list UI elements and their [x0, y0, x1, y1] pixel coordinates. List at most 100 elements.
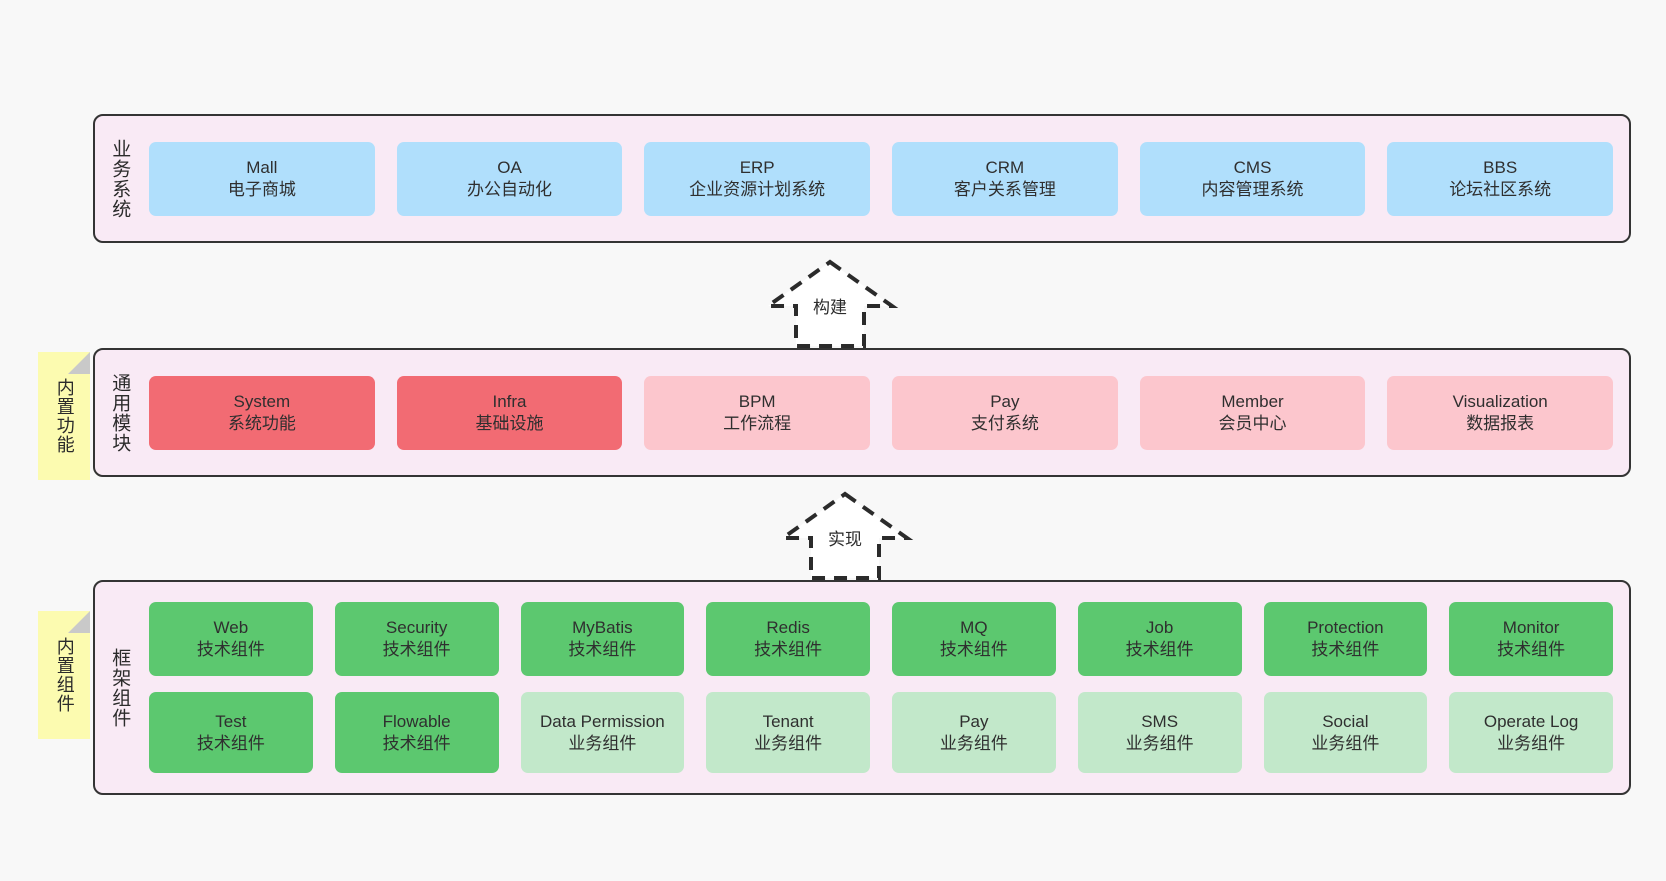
card-mall[interactable]: Mall 电子商城 — [149, 141, 375, 216]
card-title: Flowable — [382, 711, 451, 731]
card-title: Member — [1221, 391, 1284, 411]
card-row: System 系统功能 Infra 基础设施 BPM 工作流程 Pay 支付系统… — [149, 375, 1614, 450]
card-subtitle: 业务组件 — [1125, 733, 1194, 753]
card-security[interactable]: Security 技术组件 — [334, 602, 499, 676]
card-title: Monitor — [1502, 618, 1560, 638]
card-infra[interactable]: Infra 基础设施 — [396, 375, 623, 450]
connector-build-arrow — [760, 258, 900, 350]
card-subtitle: 电子商城 — [227, 179, 296, 199]
card-flowable[interactable]: Flowable 技术组件 — [334, 692, 499, 773]
card-erp[interactable]: ERP 企业资源计划系统 — [644, 141, 871, 216]
card-title: Data Permission — [540, 711, 665, 731]
note-builtin-components: 内置组件 — [38, 611, 90, 739]
card-title: Security — [385, 618, 448, 638]
card-subtitle: 技术组件 — [1311, 640, 1380, 659]
card-subtitle: 论坛社区系统 — [1449, 179, 1552, 199]
card-title: Web — [213, 618, 249, 638]
layer-common-module: 通用模块 System 系统功能 Infra 基础设施 BPM 工作流程 Pay… — [93, 348, 1631, 477]
card-subtitle: 技术组件 — [1125, 640, 1194, 659]
card-monitor[interactable]: Monitor 技术组件 — [1449, 602, 1613, 676]
card-mq[interactable]: MQ 技术组件 — [892, 602, 1056, 676]
layer-body-framework-component: Web 技术组件 Security 技术组件 MyBatis 技术组件 Redi… — [143, 582, 1629, 793]
card-title: Operate Log — [1483, 711, 1579, 731]
card-subtitle: 办公自动化 — [467, 179, 552, 199]
card-pay[interactable]: Pay 支付系统 — [892, 375, 1118, 450]
card-subtitle: 基础设施 — [475, 413, 544, 433]
card-subtitle: 企业资源计划系统 — [689, 179, 826, 199]
card-subtitle: 业务组件 — [754, 733, 823, 753]
card-social[interactable]: Social 业务组件 — [1263, 692, 1428, 773]
card-test[interactable]: Test 技术组件 — [149, 692, 313, 773]
note-builtin-features: 内置功能 — [38, 352, 90, 480]
connector-build-label: 构建 — [813, 298, 847, 317]
layer-title-framework-component: 框架组件 — [109, 647, 131, 728]
card-member[interactable]: Member 会员中心 — [1139, 375, 1366, 450]
card-operate-log[interactable]: Operate Log 业务组件 — [1449, 692, 1613, 773]
card-mybatis[interactable]: MyBatis 技术组件 — [520, 602, 685, 676]
card-subtitle: 业务组件 — [568, 733, 637, 753]
card-subtitle: 技术组件 — [568, 640, 637, 659]
card-subtitle: 技术组件 — [939, 640, 1008, 659]
card-bpm[interactable]: BPM 工作流程 — [644, 375, 871, 450]
card-title: OA — [497, 157, 522, 177]
card-row: Mall 电子商城 OA 办公自动化 ERP 企业资源计划系统 CRM 客户关系… — [149, 141, 1614, 216]
card-title: Visualization — [1452, 391, 1548, 411]
card-tenant[interactable]: Tenant 业务组件 — [706, 692, 870, 773]
card-subtitle: 客户关系管理 — [953, 179, 1056, 199]
card-title: ERP — [739, 157, 775, 177]
card-subtitle: 支付系统 — [970, 413, 1039, 433]
card-title: MyBatis — [572, 618, 633, 638]
card-crm[interactable]: CRM 客户关系管理 — [892, 141, 1118, 216]
card-subtitle: 内容管理系统 — [1201, 179, 1304, 199]
card-subtitle: 工作流程 — [723, 413, 792, 433]
card-subtitle: 技术组件 — [196, 640, 265, 659]
card-data-permission[interactable]: Data Permission 业务组件 — [520, 692, 685, 773]
card-title: Mall — [246, 157, 278, 177]
card-visualization[interactable]: Visualization 数据报表 — [1387, 375, 1614, 450]
card-protection[interactable]: Protection 技术组件 — [1263, 602, 1428, 676]
card-title: Pay — [959, 711, 989, 731]
layer-body-business-system: Mall 电子商城 OA 办公自动化 ERP 企业资源计划系统 CRM 客户关系… — [143, 116, 1629, 241]
card-subtitle: 会员中心 — [1218, 413, 1287, 433]
layer-body-common-module: System 系统功能 Infra 基础设施 BPM 工作流程 Pay 支付系统… — [143, 350, 1629, 475]
card-title: SMS — [1141, 711, 1179, 731]
card-subtitle: 系统功能 — [227, 413, 296, 433]
card-title: BBS — [1483, 157, 1518, 177]
card-title: MQ — [960, 618, 988, 638]
card-title: BPM — [738, 391, 776, 411]
card-bbs[interactable]: BBS 论坛社区系统 — [1387, 141, 1614, 216]
card-title: Social — [1322, 711, 1369, 731]
connector-implement-arrow — [775, 490, 915, 582]
card-subtitle: 业务组件 — [1311, 733, 1380, 753]
card-title: System — [233, 391, 291, 411]
card-row: Test 技术组件 Flowable 技术组件 Data Permission … — [149, 692, 1613, 773]
card-title: Infra — [492, 391, 527, 411]
card-subtitle: 技术组件 — [382, 640, 451, 659]
connector-implement-label: 实现 — [828, 530, 862, 549]
card-oa[interactable]: OA 办公自动化 — [396, 141, 623, 216]
layer-business-system: 业务系统 Mall 电子商城 OA 办公自动化 ERP 企业资源计划系统 CRM… — [93, 114, 1631, 243]
card-cms[interactable]: CMS 内容管理系统 — [1139, 141, 1366, 216]
card-title: Redis — [766, 618, 810, 638]
card-subtitle: 业务组件 — [939, 733, 1008, 753]
card-subtitle: 技术组件 — [382, 733, 451, 753]
card-system[interactable]: System 系统功能 — [149, 375, 375, 450]
card-subtitle: 业务组件 — [1497, 733, 1566, 753]
card-sms[interactable]: SMS 业务组件 — [1077, 692, 1242, 773]
card-title: Test — [215, 711, 247, 731]
note-label: 内置组件 — [54, 637, 75, 713]
card-pay-biz[interactable]: Pay 业务组件 — [892, 692, 1056, 773]
card-title: Job — [1145, 618, 1174, 638]
layer-title-common-module: 通用模块 — [109, 372, 131, 453]
card-job[interactable]: Job 技术组件 — [1077, 602, 1242, 676]
card-subtitle: 数据报表 — [1466, 413, 1535, 433]
card-redis[interactable]: Redis 技术组件 — [706, 602, 870, 676]
card-web[interactable]: Web 技术组件 — [149, 602, 313, 676]
card-subtitle: 技术组件 — [1497, 640, 1566, 659]
layer-framework-component: 框架组件 Web 技术组件 Security 技术组件 MyBatis 技术组件… — [93, 580, 1631, 795]
card-title: Tenant — [762, 711, 814, 731]
card-title: CMS — [1233, 157, 1272, 177]
card-title: Protection — [1307, 618, 1384, 638]
layer-title-business-system: 业务系统 — [109, 138, 131, 219]
